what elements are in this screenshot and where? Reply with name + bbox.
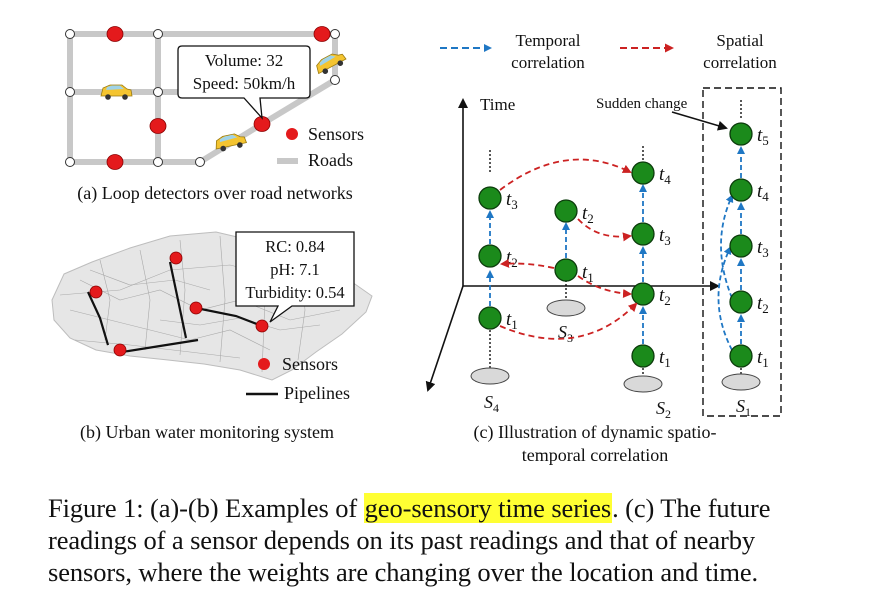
- panel-a-road-network: Volume: 32 Speed: 50km/h Sensors Roads (…: [65, 26, 364, 204]
- sensor-s1-column: t1 t2 t3 t4 t5 S1: [717, 100, 769, 419]
- panel-c-correlation: Temporal correlation Spatial correlation…: [425, 31, 782, 465]
- svg-text:t3: t3: [506, 189, 518, 212]
- sensor-s4-column: t1 t2 t3 S4: [470, 150, 518, 415]
- node-s2-t4: [631, 161, 655, 185]
- callout-turbidity: Turbidity: 0.54: [245, 283, 344, 302]
- node-s2-t3: [631, 222, 655, 246]
- caption-highlight: geo-sensory time series: [363, 493, 613, 523]
- figure-1: Volume: 32 Speed: 50km/h Sensors Roads (…: [51, 26, 782, 465]
- node-s3-t2: [554, 199, 578, 223]
- sensor-s3-column: t1 t2 S3: [546, 199, 594, 345]
- callout-speed: Speed: 50km/h: [193, 74, 296, 93]
- caption-line2: readings of a sensor depends on its past…: [48, 525, 756, 555]
- legend-sensors: Sensors: [282, 354, 338, 374]
- legend-temporal-2: correlation: [511, 53, 585, 72]
- svg-text:t2: t2: [506, 247, 518, 270]
- legend-sensors: Sensors: [308, 124, 364, 144]
- node-s1-t1: [729, 344, 753, 368]
- panel-c-legend: Temporal correlation Spatial correlation: [440, 31, 777, 72]
- callout-rc: RC: 0.84: [265, 237, 325, 256]
- sudden-change-arrow: [671, 111, 728, 131]
- svg-text:t2: t2: [659, 285, 671, 308]
- caption-line3: sensors, where the weights are changing …: [48, 557, 759, 587]
- svg-text:t3: t3: [757, 237, 769, 260]
- sensor-legend-marker: [286, 128, 298, 140]
- panel-a-caption: (a) Loop detectors over road networks: [77, 183, 352, 204]
- panel-b-caption: (b) Urban water monitoring system: [80, 422, 334, 443]
- callout-volume: Volume: 32: [205, 51, 284, 70]
- svg-text:t3: t3: [659, 225, 671, 248]
- node-s1-t3: [729, 234, 753, 258]
- panel-c-caption-2: temporal correlation: [522, 445, 668, 465]
- sensor-label-s1: S1: [736, 396, 751, 419]
- s1-highlight-box: [702, 87, 782, 417]
- svg-text:t4: t4: [659, 164, 671, 187]
- svg-text:t5: t5: [757, 125, 769, 148]
- svg-text:t1: t1: [757, 347, 769, 370]
- water-quality-callout: RC: 0.84 pH: 7.1 Turbidity: 0.54: [235, 231, 355, 323]
- svg-text:t1: t1: [582, 262, 594, 285]
- car-icon: [312, 48, 349, 78]
- sensor-label-s4: S4: [484, 392, 499, 415]
- panel-b-legend: Sensors Pipelines: [246, 354, 350, 403]
- svg-text:t1: t1: [659, 347, 671, 370]
- road-junctions: [65, 29, 340, 167]
- svg-text:t1: t1: [506, 309, 518, 332]
- road-sensors: [106, 26, 331, 170]
- panel-c-caption: (c) Illustration of dynamic spatio-: [474, 422, 717, 443]
- water-sensors: [89, 251, 269, 357]
- legend-temporal: Temporal: [516, 31, 581, 50]
- caption-line1-rest: . (c) The future: [612, 493, 771, 523]
- sensor-label-s2: S2: [656, 398, 671, 421]
- legend-spatial-2: correlation: [703, 53, 777, 72]
- sensor-s2-column: t1 t2 t3 t4 S2: [623, 146, 671, 421]
- svg-text:t2: t2: [582, 203, 594, 226]
- svg-text:t4: t4: [757, 181, 769, 204]
- caption-prefix: Figure 1: (a)-(b) Examples of: [48, 493, 364, 523]
- sensor-label-s3: S3: [558, 322, 573, 345]
- figure-caption: Figure 1: (a)-(b) Examples of geo-sensor…: [48, 492, 848, 588]
- node-s2-t1: [631, 344, 655, 368]
- svg-text:t2: t2: [757, 293, 769, 316]
- node-s1-t2: [729, 290, 753, 314]
- node-s2-t2: [631, 282, 655, 306]
- node-s4-t3: [478, 186, 502, 210]
- node-s4-t1: [478, 306, 502, 330]
- pipelines: [87, 261, 263, 354]
- panel-a-legend: Sensors Roads: [277, 124, 364, 170]
- car-icon: [100, 84, 133, 101]
- volume-speed-callout: Volume: 32 Speed: 50km/h: [177, 45, 311, 120]
- sudden-change-label: Sudden change: [596, 96, 688, 112]
- node-s1-t4: [729, 178, 753, 202]
- legend-pipelines: Pipelines: [284, 383, 350, 403]
- legend-roads: Roads: [308, 150, 353, 170]
- callout-ph: pH: 7.1: [270, 260, 320, 279]
- time-axis-label: Time: [480, 95, 515, 114]
- node-s1-t5: [729, 122, 753, 146]
- axes: [425, 98, 720, 392]
- node-s4-t2: [478, 244, 502, 268]
- spatial-correlation-arrows: [499, 158, 638, 340]
- sensor-legend-marker: [258, 358, 270, 370]
- panel-b-water-map: RC: 0.84 pH: 7.1 Turbidity: 0.54 Sensors…: [51, 231, 373, 443]
- legend-spatial: Spatial: [716, 31, 763, 50]
- node-s3-t1: [554, 258, 578, 282]
